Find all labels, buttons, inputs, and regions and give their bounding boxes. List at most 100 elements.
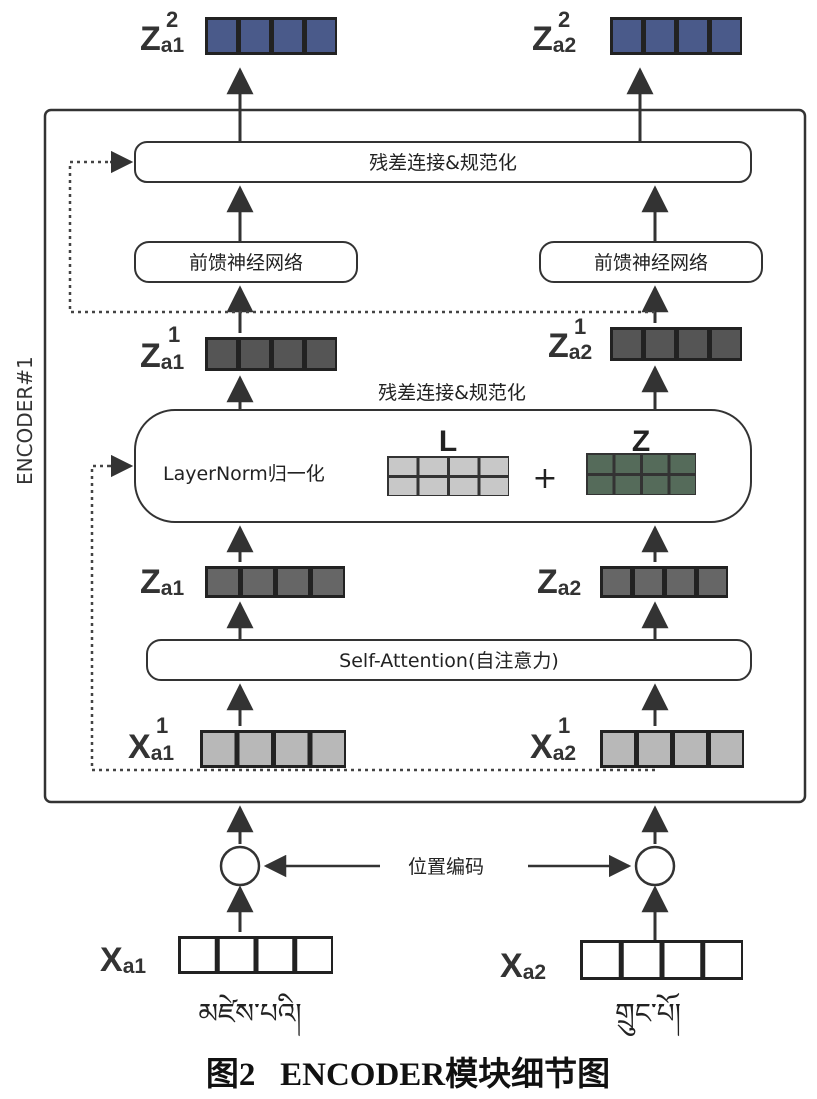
vector-cell — [208, 20, 236, 52]
word-left: མཛེས་པའི། — [198, 993, 301, 1037]
vector-cell — [646, 330, 674, 358]
label-z1a1: Za1 — [140, 337, 184, 375]
vector-cell — [711, 733, 742, 765]
sup-x1a2: 1 — [558, 713, 570, 738]
vector-cell — [603, 569, 630, 595]
label-za1: Za1 — [140, 563, 184, 601]
label-xa2: Xa2 — [500, 947, 546, 985]
vector-cell — [679, 20, 707, 52]
vector-cell — [613, 330, 641, 358]
vector-cell — [258, 939, 293, 971]
vector-cell — [712, 20, 740, 52]
matrix-cell — [419, 458, 447, 475]
matrix-cell — [670, 455, 695, 473]
vector-cell — [208, 340, 236, 368]
matrix-cell — [588, 476, 613, 494]
vector-cell — [603, 733, 634, 765]
vector-cell — [623, 943, 660, 977]
self-attention-label: Self-Attention(自注意力) — [339, 650, 559, 672]
vector-cell — [667, 569, 694, 595]
add-norm-top-label: 残差连接&规范化 — [369, 152, 517, 174]
residual-top — [68, 160, 655, 314]
vector-cell — [646, 20, 674, 52]
l-matrix-label: L — [439, 425, 457, 458]
vector-cell — [278, 569, 308, 595]
matrix-cell — [450, 458, 478, 475]
sup-z2a1: 2 — [166, 7, 178, 32]
vec-xa1 — [178, 936, 333, 974]
ffn-right-label: 前馈神经网络 — [594, 252, 708, 274]
vector-cell — [675, 733, 706, 765]
vector-cell — [274, 20, 302, 52]
matrix-cell — [615, 476, 640, 494]
layernorm-label: LayerNorm归一化 — [163, 463, 325, 485]
label-za2: Za2 — [537, 563, 581, 601]
plus-sign: + — [532, 461, 557, 496]
matrix-cell — [670, 476, 695, 494]
matrix-cell — [480, 478, 508, 495]
vector-cell — [705, 943, 741, 977]
vector-cell — [639, 733, 670, 765]
vec-za2 — [600, 566, 728, 598]
add-norm-mid-label: 残差连接&规范化 — [378, 382, 526, 404]
word-right: གྲུང་པོ། — [615, 992, 681, 1037]
label-xa1: Xa1 — [100, 941, 146, 979]
vector-cell — [219, 939, 254, 971]
encoder-frame — [43, 108, 807, 804]
l-matrix — [387, 456, 509, 496]
vector-cell — [297, 939, 331, 971]
vector-cell — [312, 733, 344, 765]
sup-z2a2: 2 — [558, 7, 570, 32]
vec-z1a2 — [610, 327, 742, 361]
vector-cell — [712, 330, 740, 358]
vector-cell — [241, 20, 269, 52]
sup-z1a2: 1 — [574, 314, 586, 339]
vec-x1a1 — [200, 730, 346, 768]
vector-cell — [664, 943, 701, 977]
matrix-cell — [450, 478, 478, 495]
pos-enc-circle-right — [634, 845, 676, 887]
vec-xa2 — [580, 940, 743, 980]
residual-bottom — [90, 464, 655, 772]
label-z2a1: Za1 — [140, 20, 184, 58]
label-z1a2: Za2 — [548, 327, 592, 365]
ffn-left-box — [134, 241, 358, 283]
vector-cell — [274, 340, 302, 368]
vector-cell — [635, 569, 662, 595]
z-matrix — [586, 453, 696, 495]
vector-cell — [613, 20, 641, 52]
vector-cell — [307, 340, 335, 368]
vector-cell — [307, 20, 335, 52]
vector-cell — [203, 733, 235, 765]
vector-cell — [679, 330, 707, 358]
add-norm-top-box — [134, 141, 752, 183]
matrix-cell — [615, 455, 640, 473]
label-x1a2: Xa2 — [530, 728, 576, 766]
matrix-cell — [643, 455, 668, 473]
vec-za1 — [205, 566, 345, 598]
matrix-cell — [389, 478, 417, 495]
vector-cell — [241, 340, 269, 368]
matrix-cell — [480, 458, 508, 475]
vec-z2a2 — [610, 17, 742, 55]
vector-cell — [181, 939, 215, 971]
self-attention-box — [146, 639, 752, 681]
ffn-right-box — [539, 241, 763, 283]
vector-cell — [583, 943, 619, 977]
label-z2a2: Za2 — [532, 20, 576, 58]
matrix-cell — [588, 455, 613, 473]
sup-x1a1: 1 — [156, 713, 168, 738]
vec-z2a1 — [205, 17, 337, 55]
matrix-cell — [419, 478, 447, 495]
vector-cell — [243, 569, 273, 595]
pos-enc-circle-left — [219, 845, 261, 887]
vector-cell — [699, 569, 726, 595]
matrix-cell — [643, 476, 668, 494]
z-matrix-label: Z — [632, 425, 650, 458]
matrix-cell — [389, 458, 417, 475]
label-x1a1: Xa1 — [128, 728, 174, 766]
vector-cell — [208, 569, 238, 595]
vector-cell — [313, 569, 343, 595]
vector-cell — [239, 733, 271, 765]
